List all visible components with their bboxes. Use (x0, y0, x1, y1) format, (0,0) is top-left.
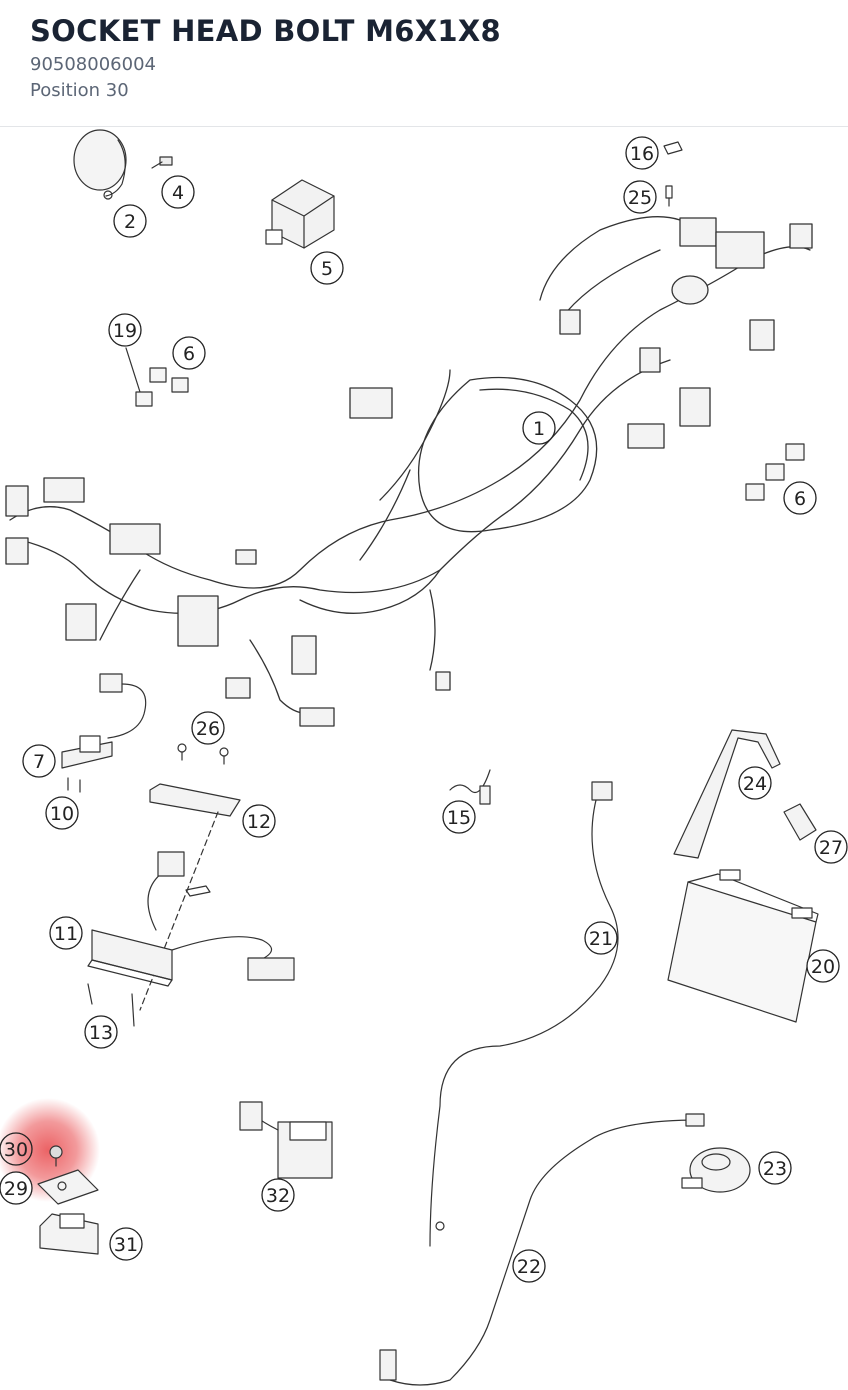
callout-27[interactable]: 27 (814, 830, 848, 864)
svg-text:15: 15 (447, 807, 471, 829)
callout-10[interactable]: 10 (45, 796, 79, 830)
callout-20[interactable]: 20 (806, 949, 840, 983)
part-title: SOCKET HEAD BOLT M6X1X8 (30, 14, 501, 48)
exploded-parts-diagram: 1 2 4 5 6 6 7 10 11 12 13 15 16 19 20 21… (0, 129, 848, 1386)
part-fuse-set-6[interactable] (745, 443, 805, 501)
part-header: SOCKET HEAD BOLT M6X1X8 90508006004 Posi… (0, 0, 848, 127)
callout-12[interactable]: 12 (242, 804, 276, 838)
callout-26[interactable]: 26 (191, 711, 225, 745)
part-socket-head-bolt-30[interactable] (49, 1145, 63, 1167)
svg-text:10: 10 (50, 803, 74, 825)
svg-text:6: 6 (183, 343, 195, 365)
part-cable-15[interactable] (449, 769, 491, 805)
svg-text:25: 25 (628, 187, 652, 209)
callout-30[interactable]: 30 (0, 1132, 33, 1166)
part-clip-27[interactable] (783, 803, 817, 841)
svg-text:11: 11 (54, 923, 78, 945)
part-module-32[interactable] (239, 1101, 333, 1179)
callout-31[interactable]: 31 (109, 1227, 143, 1261)
svg-text:30: 30 (4, 1139, 28, 1161)
part-plate-12[interactable] (139, 783, 241, 1011)
svg-text:19: 19 (113, 320, 137, 342)
part-cable-21[interactable] (429, 781, 619, 1247)
callout-16[interactable]: 16 (625, 136, 659, 170)
part-terminal-16[interactable] (663, 141, 683, 155)
part-battery-20[interactable] (667, 869, 819, 1023)
part-screws-10[interactable] (67, 777, 81, 793)
part-relay-5[interactable] (265, 179, 335, 249)
svg-text:5: 5 (321, 258, 333, 280)
part-horn-2[interactable] (73, 129, 127, 200)
svg-text:24: 24 (743, 773, 767, 795)
callout-24[interactable]: 24 (738, 766, 772, 800)
svg-text:27: 27 (819, 837, 843, 859)
svg-text:22: 22 (517, 1256, 541, 1278)
svg-text:29: 29 (4, 1178, 28, 1200)
svg-text:23: 23 (763, 1158, 787, 1180)
svg-text:21: 21 (589, 928, 613, 950)
callout-21[interactable]: 21 (584, 921, 618, 955)
part-cable-22[interactable] (379, 1113, 705, 1386)
svg-text:2: 2 (124, 211, 136, 233)
part-strap-24[interactable] (673, 729, 781, 859)
part-module-31[interactable] (39, 1213, 99, 1255)
svg-text:1: 1 (533, 418, 545, 440)
part-bracket-29[interactable] (37, 1169, 99, 1205)
part-horn-23[interactable] (681, 1147, 751, 1193)
svg-text:6: 6 (794, 488, 806, 510)
callout-1[interactable]: 1 (522, 411, 556, 445)
callout-32[interactable]: 32 (261, 1178, 295, 1212)
callout-6[interactable]: 6 (172, 336, 206, 370)
svg-text:20: 20 (811, 956, 835, 978)
callout-4[interactable]: 4 (161, 175, 195, 209)
part-position: Position 30 (30, 80, 129, 101)
callout-5[interactable]: 5 (310, 251, 344, 285)
part-main-harness-1[interactable] (5, 216, 813, 727)
part-terminal-25[interactable] (665, 185, 673, 207)
callout-2[interactable]: 2 (113, 204, 147, 238)
part-screws-13[interactable] (87, 983, 135, 1027)
callout-11[interactable]: 11 (49, 916, 83, 950)
svg-text:31: 31 (114, 1234, 138, 1256)
callout-15[interactable]: 15 (442, 800, 476, 834)
part-sensor-7[interactable] (61, 673, 147, 769)
svg-text:12: 12 (247, 811, 271, 833)
svg-text:32: 32 (266, 1185, 290, 1207)
callout-labels: 1 2 4 5 6 6 7 10 11 12 13 15 16 19 20 21… (0, 136, 848, 1283)
part-number: 90508006004 (30, 54, 156, 75)
part-bolt-4[interactable] (151, 156, 173, 169)
svg-text:16: 16 (630, 143, 654, 165)
callout-13[interactable]: 13 (84, 1015, 118, 1049)
callout-23[interactable]: 23 (758, 1151, 792, 1185)
part-fuse-set-19[interactable] (125, 347, 189, 407)
svg-text:26: 26 (196, 718, 220, 740)
callout-6[interactable]: 6 (783, 481, 817, 515)
callout-22[interactable]: 22 (512, 1249, 546, 1283)
svg-text:13: 13 (89, 1022, 113, 1044)
svg-text:7: 7 (33, 751, 45, 773)
part-screws-26[interactable] (177, 743, 229, 765)
callout-19[interactable]: 19 (108, 313, 142, 347)
svg-text:4: 4 (172, 182, 184, 204)
callout-29[interactable]: 29 (0, 1171, 33, 1205)
part-regulator-11[interactable] (87, 851, 295, 987)
callout-25[interactable]: 25 (623, 180, 657, 214)
callout-7[interactable]: 7 (22, 744, 56, 778)
